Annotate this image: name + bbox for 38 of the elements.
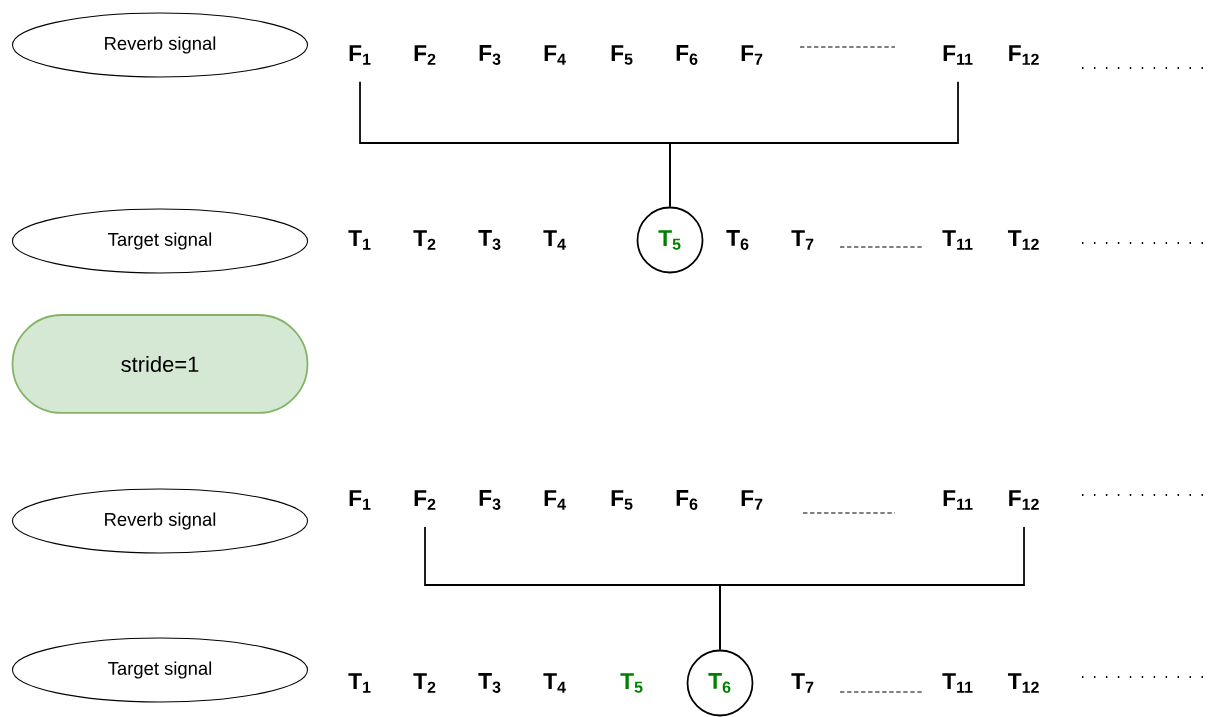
- token-label: F$_{12}$: [1009, 45, 1039, 65]
- token-label: F$_{1}$: [349, 45, 371, 65]
- bracket-connector: [669, 80, 959, 208]
- token-label: F$_{5}$: [611, 45, 633, 65]
- token-label: F$_{7}$: [741, 45, 763, 65]
- token-label: F$_{6}$: [676, 490, 698, 510]
- token-label: T$_{7}$: [791, 230, 814, 250]
- token-label: F$_{4}$: [544, 45, 566, 65]
- token-label: T$_{6}$: [726, 230, 749, 250]
- token-label: T$_{12}$: [1007, 673, 1039, 693]
- token-label: T$_{4}$: [543, 673, 566, 693]
- token-label: F$_{1}$: [349, 490, 371, 510]
- circled-token: T$_{5}$: [636, 206, 704, 274]
- token-label: T$_{7}$: [791, 673, 814, 693]
- token-label: F$_{2}$: [414, 490, 436, 510]
- token-label: F$_{7}$: [741, 490, 763, 510]
- token-label: F$_{4}$: [544, 490, 566, 510]
- token-label: F$_{6}$: [676, 45, 698, 65]
- token-label: T$_{11}$: [942, 230, 973, 250]
- token-label: T$_{3}$: [478, 230, 501, 250]
- token-label: F$_{3}$: [479, 490, 501, 510]
- token-label: T$_{1}$: [348, 673, 371, 693]
- token-label: T$_{1}$: [348, 230, 371, 250]
- token-label: T$_{3}$: [478, 673, 501, 693]
- bracket-connector: [719, 526, 1025, 651]
- token-label: F$_{2}$: [414, 45, 436, 65]
- token-label: T$_{4}$: [543, 230, 566, 250]
- token-label: F$_{11}$: [943, 45, 973, 65]
- token-label: T$_{2}$: [413, 230, 436, 250]
- token-label: F$_{5}$: [611, 490, 633, 510]
- circled-token: T$_{6}$: [686, 649, 754, 717]
- token-label: T$_{2}$: [413, 673, 436, 693]
- token-label: T$_{12}$: [1007, 230, 1039, 250]
- token-label: F$_{11}$: [943, 490, 973, 510]
- token-label: F$_{3}$: [479, 45, 501, 65]
- token-label: T$_{5}$: [620, 673, 643, 693]
- token-label: F$_{12}$: [1009, 490, 1039, 510]
- token-label: T$_{11}$: [942, 673, 973, 693]
